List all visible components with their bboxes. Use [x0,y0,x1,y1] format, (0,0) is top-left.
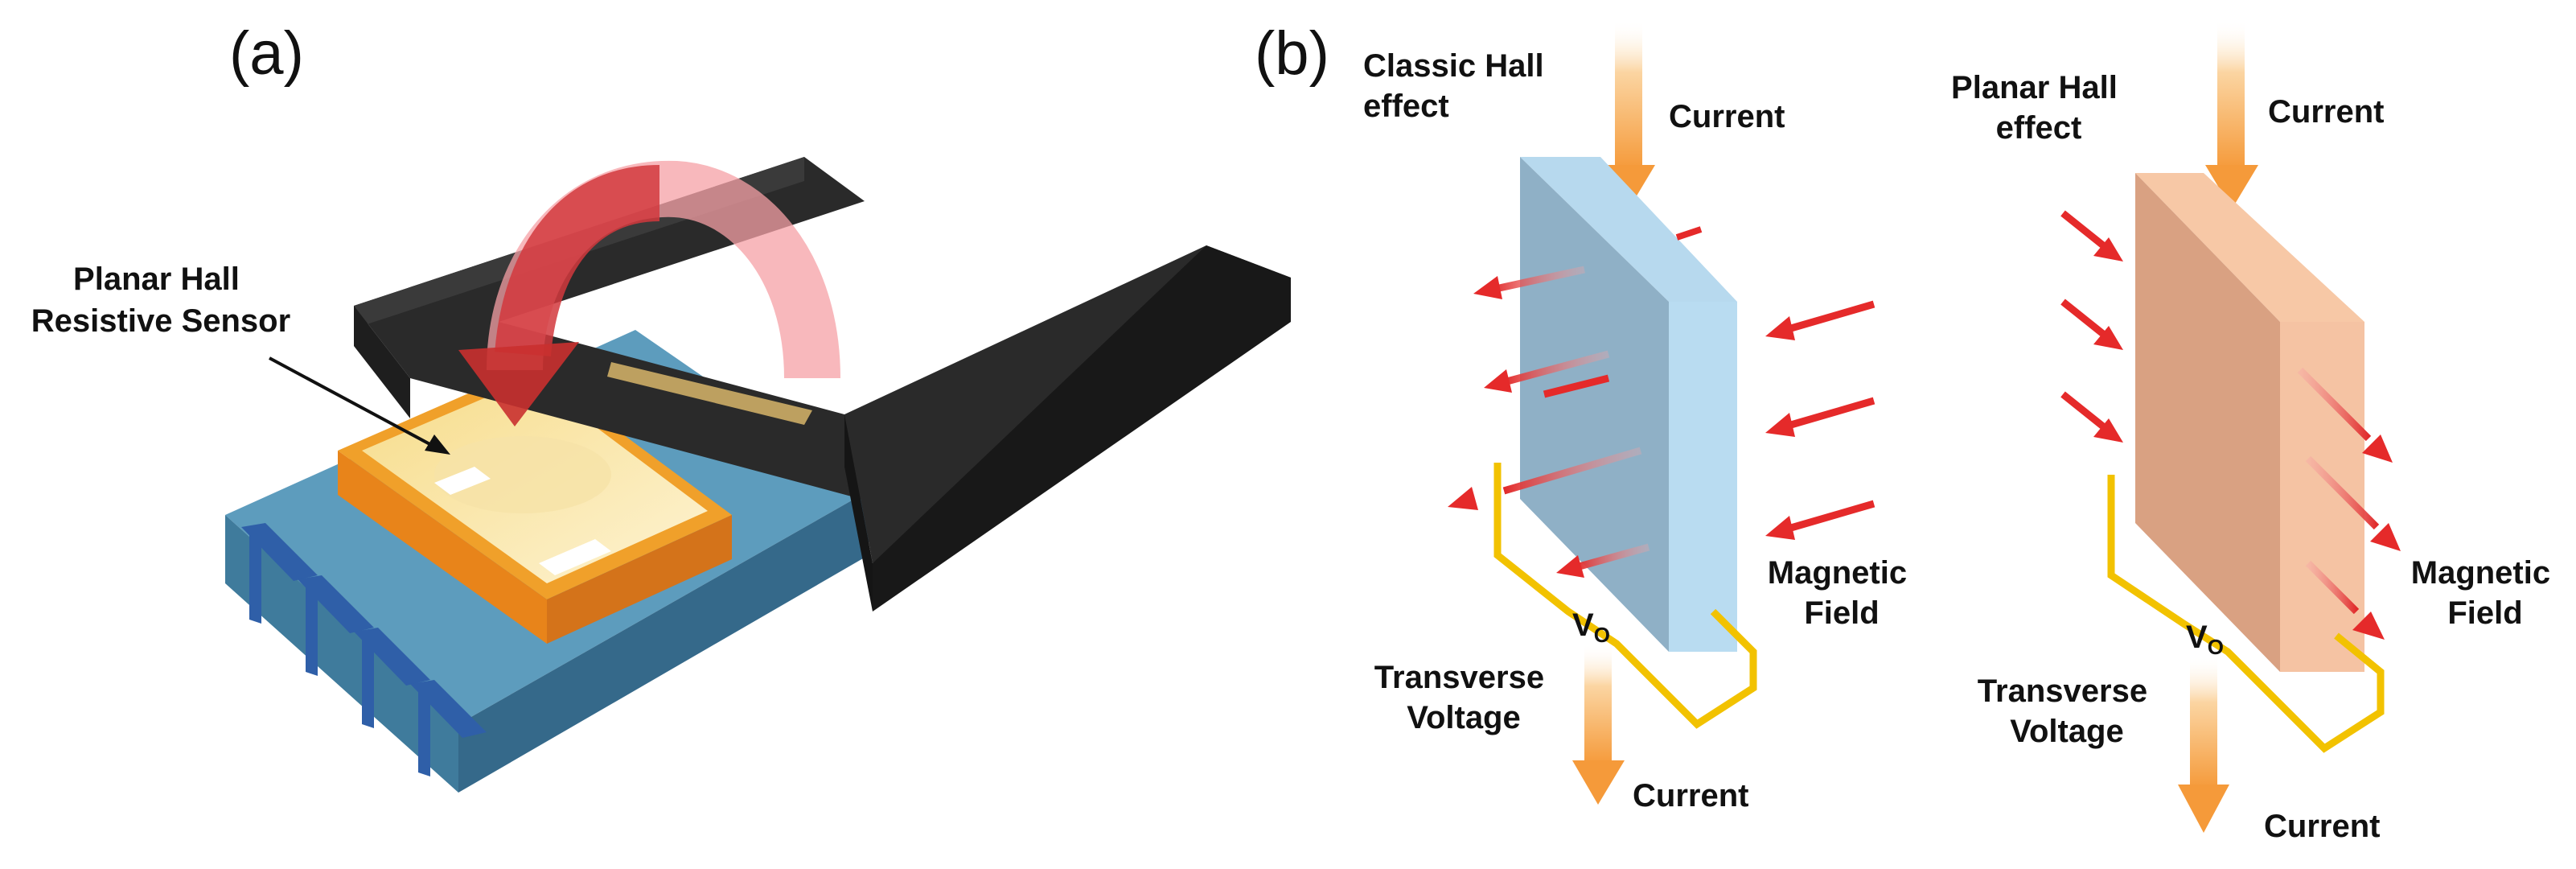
rotation-arrow [458,160,840,426]
sensor-annotation: Planar Hall Resistive Sensor [31,262,450,455]
classic-title-line1: Classic Hall [1363,48,1544,84]
board-pins [241,523,487,776]
classic-title-line2: effect [1363,89,1449,124]
planar-hall-sensor-chip [338,366,732,644]
classic-vo-sub: O [1594,623,1610,647]
pin [298,575,374,676]
classic-hall-slab [1520,157,1737,652]
pin [241,523,318,624]
classic-magnetic-field-label: Magnetic Field [1768,555,1916,631]
panel-b-planar: Planar Hall effect Current [1951,20,2559,844]
classic-transverse-line1: Transverse [1374,660,1544,695]
field-arrow [2297,367,2393,463]
board-side [458,491,869,793]
planar-transverse-line2: Voltage [2010,714,2124,749]
planar-title-line1: Planar Hall [1951,70,2118,105]
field-arrow-stub [1675,226,1703,241]
panel-b-classic: (b) Classic Hall effect Current [1255,19,1916,813]
planar-current-top-arrow [2205,20,2258,209]
classic-magnetic-line2: Field [1804,595,1879,631]
classic-magnetic-line1: Magnetic [1768,555,1907,591]
classic-hall-title: Classic Hall effect [1363,48,1553,124]
panel-a: (a) [31,19,1291,793]
planar-transverse-line1: Transverse [1978,673,2147,709]
panel-b-label: (b) [1255,19,1329,88]
sensor-label-line2: Resistive Sensor [31,303,290,339]
planar-vo-main: V [2186,620,2208,655]
panel-a-label: (a) [229,19,304,88]
board-front [225,515,458,793]
classic-vo-label: VO [1572,607,1610,647]
planar-vo-label: VO [2186,620,2224,659]
field-arrow [1765,500,1876,540]
field-arrow [2305,455,2401,551]
sensor-pad [539,539,611,575]
field-arrow [1473,266,1585,299]
planar-field-arrows-in [2060,210,2123,443]
classic-transverse-voltage-label: Transverse Voltage [1374,660,1553,735]
sensor-pad [434,467,491,495]
field-arrow [2305,560,2385,640]
planar-magnetic-field-label: Magnetic Field [2411,555,2559,631]
field-arrow [2060,210,2123,262]
field-arrow [1556,543,1650,578]
planar-magnetic-line1: Magnetic [2411,555,2550,591]
sensor-strip [607,362,812,425]
field-arrow [1543,374,1610,398]
classic-field-arrows-out [1448,266,1650,578]
planar-current-bottom-label: Current [2264,809,2380,844]
field-arrow [2060,299,2123,350]
sensor-pointer-line [269,356,435,448]
planar-hall-title: Planar Hall effect [1951,70,2126,146]
field-arrow [1448,447,1642,510]
classic-current-bottom-arrow [1572,644,1625,805]
field-arrow [2060,391,2123,443]
sensor-label: Planar Hall Resistive Sensor [31,262,290,339]
classic-current-top-label: Current [1669,99,1785,134]
sensor-ring [434,436,611,513]
classic-field-arrows-in [1675,226,1876,540]
field-arrow [1765,397,1876,437]
planar-magnetic-line2: Field [2447,595,2522,631]
planar-current-bottom-arrow [2178,656,2229,833]
planar-field-arrows-out [2297,367,2401,640]
sensor-pointer-head [425,434,450,455]
classic-vo-main: V [1572,607,1594,643]
field-arrow [1765,300,1876,340]
planar-transverse-voltage-label: Transverse Voltage [1978,673,2156,749]
planar-hall-slab [2135,173,2364,672]
planar-current-top-label: Current [2268,94,2384,130]
classic-voltage-wire [1493,463,1757,729]
planar-voltage-wire [2107,475,2385,753]
field-arrow [1484,350,1610,393]
planar-vo-sub: O [2208,635,2224,659]
classic-current-bottom-label: Current [1633,778,1748,813]
sensor-label-line1: Planar Hall [73,262,240,297]
pin [410,680,487,776]
pin [354,628,430,728]
classic-transverse-line2: Voltage [1407,700,1521,735]
planar-title-line2: effect [1996,110,2082,146]
